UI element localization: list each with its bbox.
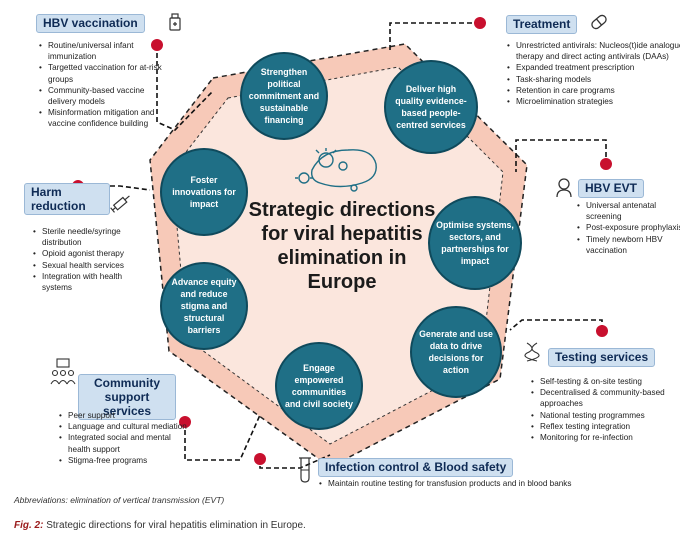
connector-dot [254, 453, 266, 465]
list-item: Misinformation mitigation and vaccine co… [39, 107, 173, 129]
circle-label: Foster innovations for impact [172, 175, 236, 209]
list-item: Integration with health systems [33, 271, 150, 293]
list-item: Language and cultural mediation [59, 421, 193, 432]
list-item: Unrestricted antivirals: Nucleos(t)ide a… [507, 40, 680, 62]
connector-dot [600, 158, 612, 170]
figure-caption-text: Strategic directions for viral hepatitis… [46, 520, 306, 531]
pill-capsule-icon [591, 14, 607, 30]
list-item: Timely newborn HBV vaccination [577, 234, 680, 256]
circle-advance: Advance equity and reduce stigma and str… [160, 262, 248, 350]
circle-label: Optimise systems, sectors, and partnersh… [436, 220, 514, 266]
list-item: Reflex testing integration [531, 421, 680, 432]
infection-control-title: Infection control & Blood safety [318, 458, 514, 477]
figure-caption-label: Fig. 2: [14, 520, 44, 531]
harm-reduction-list: Sterile needle/syringe distribution Opio… [30, 226, 150, 293]
list-item: Microelimination strategies [507, 96, 680, 107]
hbv-evt-title: HBV EVT [578, 179, 645, 198]
dna-icon [524, 342, 540, 362]
list-item: Targetted vaccination for at-risk groups [39, 62, 173, 84]
connector-dot [596, 325, 608, 337]
abbreviations-note: Abbreviations: elimination of vertical t… [14, 495, 225, 505]
treatment-title: Treatment [506, 15, 578, 34]
figure-caption: Fig. 2: Strategic directions for viral h… [14, 520, 306, 531]
community-support-list: Peer support Language and cultural media… [56, 410, 193, 466]
circle-strengthen: Strengthen political commitment and sust… [240, 52, 328, 140]
treatment-list: Unrestricted antivirals: Nucleos(t)ide a… [504, 40, 680, 107]
list-item: Sexual health services [33, 260, 150, 271]
circle-generate: Generate and use data to drive decisions… [410, 306, 502, 398]
circle-deliver: Deliver high quality evidence-based peop… [384, 60, 478, 154]
hbv-vaccination-list: Routine/universal infant immunization Ta… [36, 40, 173, 130]
liver-virus-icon [295, 148, 377, 192]
circle-label: Strengthen political commitment and sust… [248, 67, 320, 125]
list-item: Universal antenatal screening [577, 200, 680, 222]
infection-control-list: Maintain routine testing for transfusion… [316, 478, 668, 489]
list-item: Task-sharing models [507, 74, 680, 85]
circle-optimise: Optimise systems, sectors, and partnersh… [428, 196, 522, 290]
baby-icon [556, 178, 572, 198]
list-item: Community-based vaccine delivery models [39, 85, 173, 107]
list-item: Stigma-free programs [59, 455, 193, 466]
list-item: Monitoring for re-infection [531, 432, 680, 443]
hbv-vaccination-title: HBV vaccination [36, 14, 145, 33]
list-item: Maintain routine testing for transfusion… [319, 478, 668, 489]
circle-label: Generate and use data to drive decisions… [419, 329, 493, 375]
circle-label: Deliver high quality evidence-based peop… [395, 84, 467, 130]
circle-label: Engage empowered communities and civil s… [285, 363, 353, 409]
list-item: Sterile needle/syringe distribution [33, 226, 150, 248]
testing-services-title: Testing services [548, 348, 656, 367]
circle-foster: Foster innovations for impact [160, 148, 248, 236]
hbv-evt-list: Universal antenatal screening Post-expos… [574, 200, 680, 256]
list-item: Retention in care programs [507, 85, 680, 96]
list-item: Expanded treatment prescription [507, 62, 680, 73]
circle-label: Advance equity and reduce stigma and str… [171, 277, 237, 335]
circle-engage: Engage empowered communities and civil s… [275, 342, 363, 430]
vaccine-vial-icon [169, 13, 181, 31]
list-item: Self-testing & on-site testing [531, 376, 680, 387]
testing-services-list: Self-testing & on-site testing Decentral… [528, 376, 680, 443]
list-item: Integrated social and mental health supp… [59, 432, 193, 454]
community-people-icon [50, 358, 76, 385]
list-item: Post-exposure prophylaxis [577, 222, 680, 233]
test-tube-icon [299, 457, 311, 483]
list-item: Opioid agonist therapy [33, 248, 150, 259]
harm-reduction-title: Harm reduction [24, 183, 110, 215]
list-item: National testing programmes [531, 410, 680, 421]
list-item: Peer support [59, 410, 193, 421]
syringe-icon [110, 195, 130, 213]
center-title: Strategic directions for viral hepatitis… [248, 199, 436, 293]
connector-dot [474, 17, 486, 29]
list-item: Routine/universal infant immunization [39, 40, 173, 62]
list-item: Decentralised & community-based approach… [531, 387, 680, 409]
